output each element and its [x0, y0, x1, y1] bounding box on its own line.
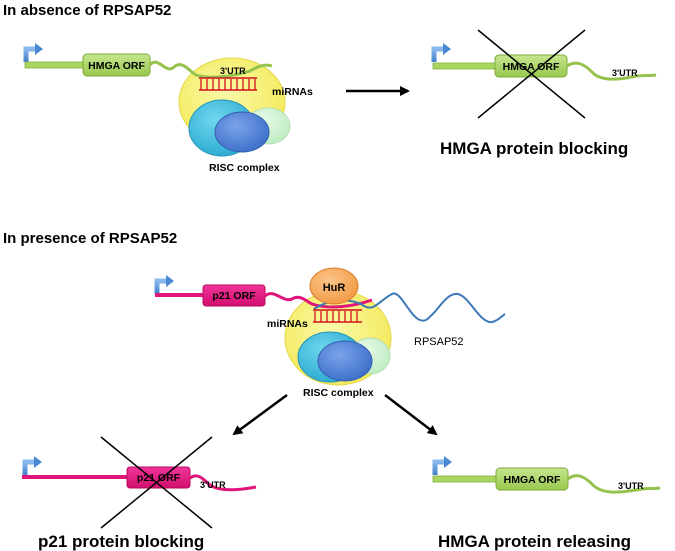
risc-blue-subunit — [317, 340, 373, 382]
promoter-arrow-icon — [432, 456, 452, 475]
cross-out-icon — [477, 29, 586, 119]
promoter-arrow-icon — [23, 43, 43, 62]
rpsap52-label: RPSAP52 — [414, 336, 464, 348]
hmga-released-group: HMGA ORF 3'UTR — [432, 456, 661, 494]
promoter-arrow-icon — [22, 456, 42, 475]
rpsap52-lncrna — [313, 292, 506, 323]
risc-complex-label: RISC complex — [303, 387, 374, 399]
utr-label: 3'UTR — [612, 68, 638, 78]
bottom-mrna-risc-group: p21 ORF HuR miRNAs RPSAP52 RISC complex — [154, 267, 506, 399]
hmga-orf-label: HMGA ORF — [503, 61, 560, 73]
utr-label: 3'UTR — [200, 480, 226, 490]
promoter-arrow-icon — [154, 275, 174, 294]
p21-orf-label: p21 ORF — [137, 472, 181, 484]
utr-label: 3'UTR — [618, 481, 644, 491]
hur-protein — [309, 267, 359, 305]
hmga-mrna-line — [432, 475, 497, 483]
p21-blocking-caption: p21 protein blocking — [38, 532, 204, 551]
cross-out-icon — [100, 436, 213, 529]
hmga-mrna-line — [24, 61, 84, 69]
hmga-blocking-caption: HMGA protein blocking — [440, 139, 628, 158]
hmga-orf-label: HMGA ORF — [504, 474, 561, 486]
top-panel-title: In absence of RPSAP52 — [3, 2, 171, 19]
arrow-icon — [232, 393, 288, 436]
hur-label: HuR — [323, 282, 346, 294]
bottom-panel-title: In presence of RPSAP52 — [3, 230, 177, 247]
p21-orf-label: p21 ORF — [212, 290, 256, 302]
risc-complex-label: RISC complex — [209, 162, 280, 174]
arrow-icon — [384, 394, 438, 436]
hmga-utr-tail — [148, 60, 273, 79]
mirna-label: miRNAs — [272, 86, 313, 98]
utr-label: 3'UTR — [220, 66, 246, 76]
hmga-releasing-caption: HMGA protein releasing — [438, 532, 631, 551]
hmga-mrna-line — [432, 62, 496, 70]
p21-blocked-group: p21 ORF 3'UTR — [22, 436, 257, 529]
hmga-orf-label: HMGA ORF — [88, 60, 145, 72]
p21-utr-tail — [264, 292, 373, 309]
p21-utr-tail — [189, 474, 257, 492]
risc-blue-subunit — [214, 111, 270, 153]
hmga-blocked-group: HMGA ORF 3'UTR — [431, 29, 657, 119]
promoter-arrow-icon — [431, 43, 451, 62]
hmga-utr-tail — [566, 61, 657, 81]
top-mrna-risc-group: HMGA ORF 3'UTR miRNAs RISC complex — [23, 43, 313, 174]
mirna-ladder — [199, 77, 257, 91]
hmga-utr-tail — [567, 474, 661, 494]
mirna-ladder — [313, 309, 362, 323]
mirna-label: miRNAs — [267, 318, 308, 330]
